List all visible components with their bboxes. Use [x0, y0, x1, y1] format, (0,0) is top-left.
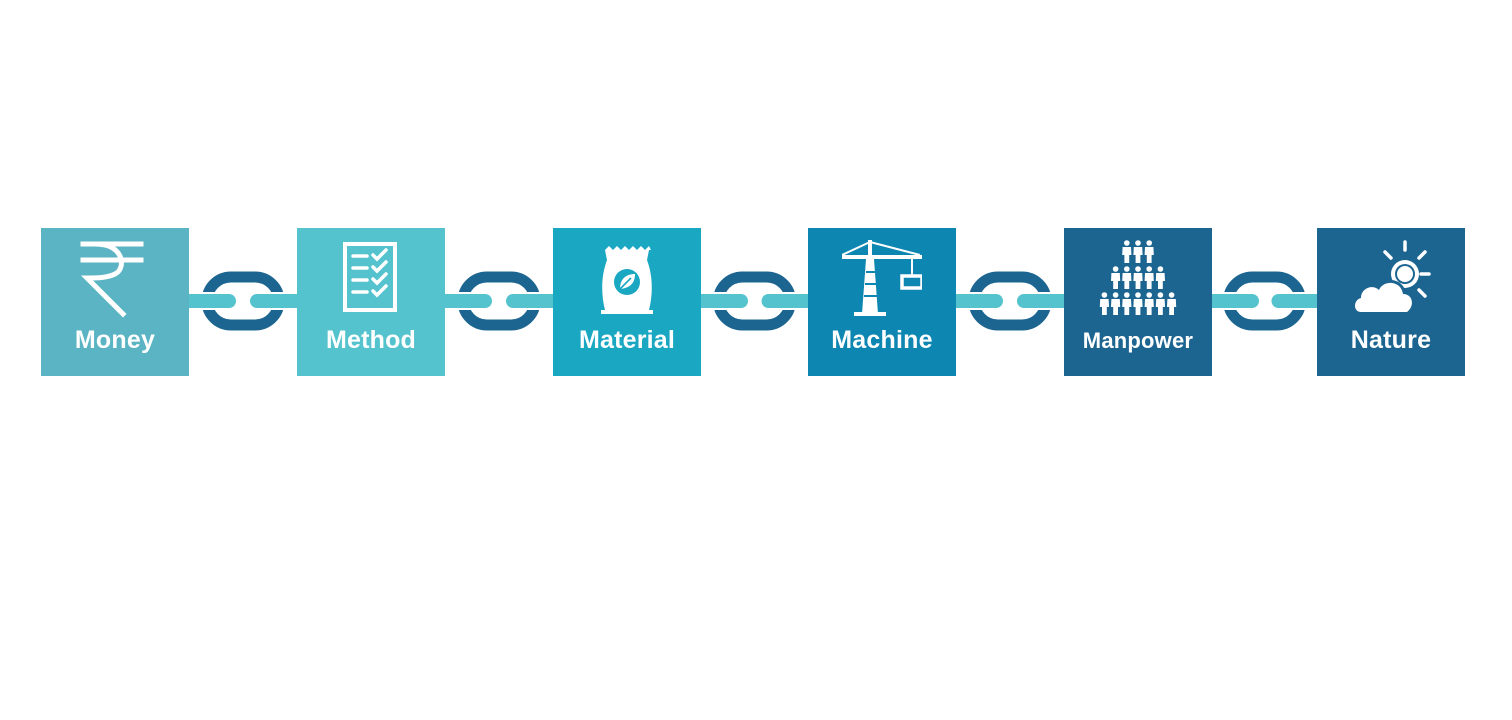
material-bag-icon [587, 238, 667, 318]
block-label: Manpower [1082, 328, 1194, 353]
block-label: Nature [1350, 326, 1432, 354]
people-group-icon [1098, 238, 1178, 318]
block-material: Material [553, 228, 701, 376]
checklist-icon [331, 238, 411, 318]
block-machine: Machine [808, 228, 956, 376]
block-nature: Nature [1317, 228, 1465, 376]
weather-icon [1351, 238, 1431, 318]
block-label: Method [325, 326, 417, 354]
block-method: Method [297, 228, 445, 376]
block-label: Material [578, 326, 676, 354]
block-manpower: Manpower [1064, 228, 1212, 376]
block-label: Money [74, 326, 156, 354]
crane-icon [842, 238, 922, 318]
block-money: Money [41, 228, 189, 376]
block-label: Machine [831, 326, 933, 354]
rupee-icon [75, 238, 155, 318]
